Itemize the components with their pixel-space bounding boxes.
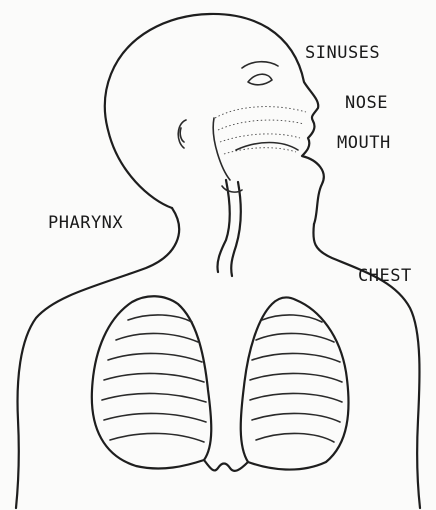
oral-cavity xyxy=(213,118,230,180)
palate xyxy=(236,143,298,151)
esophagus xyxy=(231,182,241,276)
eye xyxy=(248,74,272,85)
label-chest: CHEST xyxy=(358,268,412,285)
right-ribs xyxy=(250,315,342,442)
label-sinuses: SINUSES xyxy=(305,45,380,62)
diaphragm-notch xyxy=(204,460,248,471)
left-ribs xyxy=(102,315,206,442)
trachea xyxy=(217,180,229,272)
ear xyxy=(178,120,186,148)
eyebrow xyxy=(242,62,278,68)
label-nose: NOSE xyxy=(345,95,388,112)
label-mouth: MOUTH xyxy=(337,135,391,152)
left-lung xyxy=(92,296,211,468)
label-pharynx: PHARYNX xyxy=(48,215,123,232)
right-lung xyxy=(241,297,349,469)
